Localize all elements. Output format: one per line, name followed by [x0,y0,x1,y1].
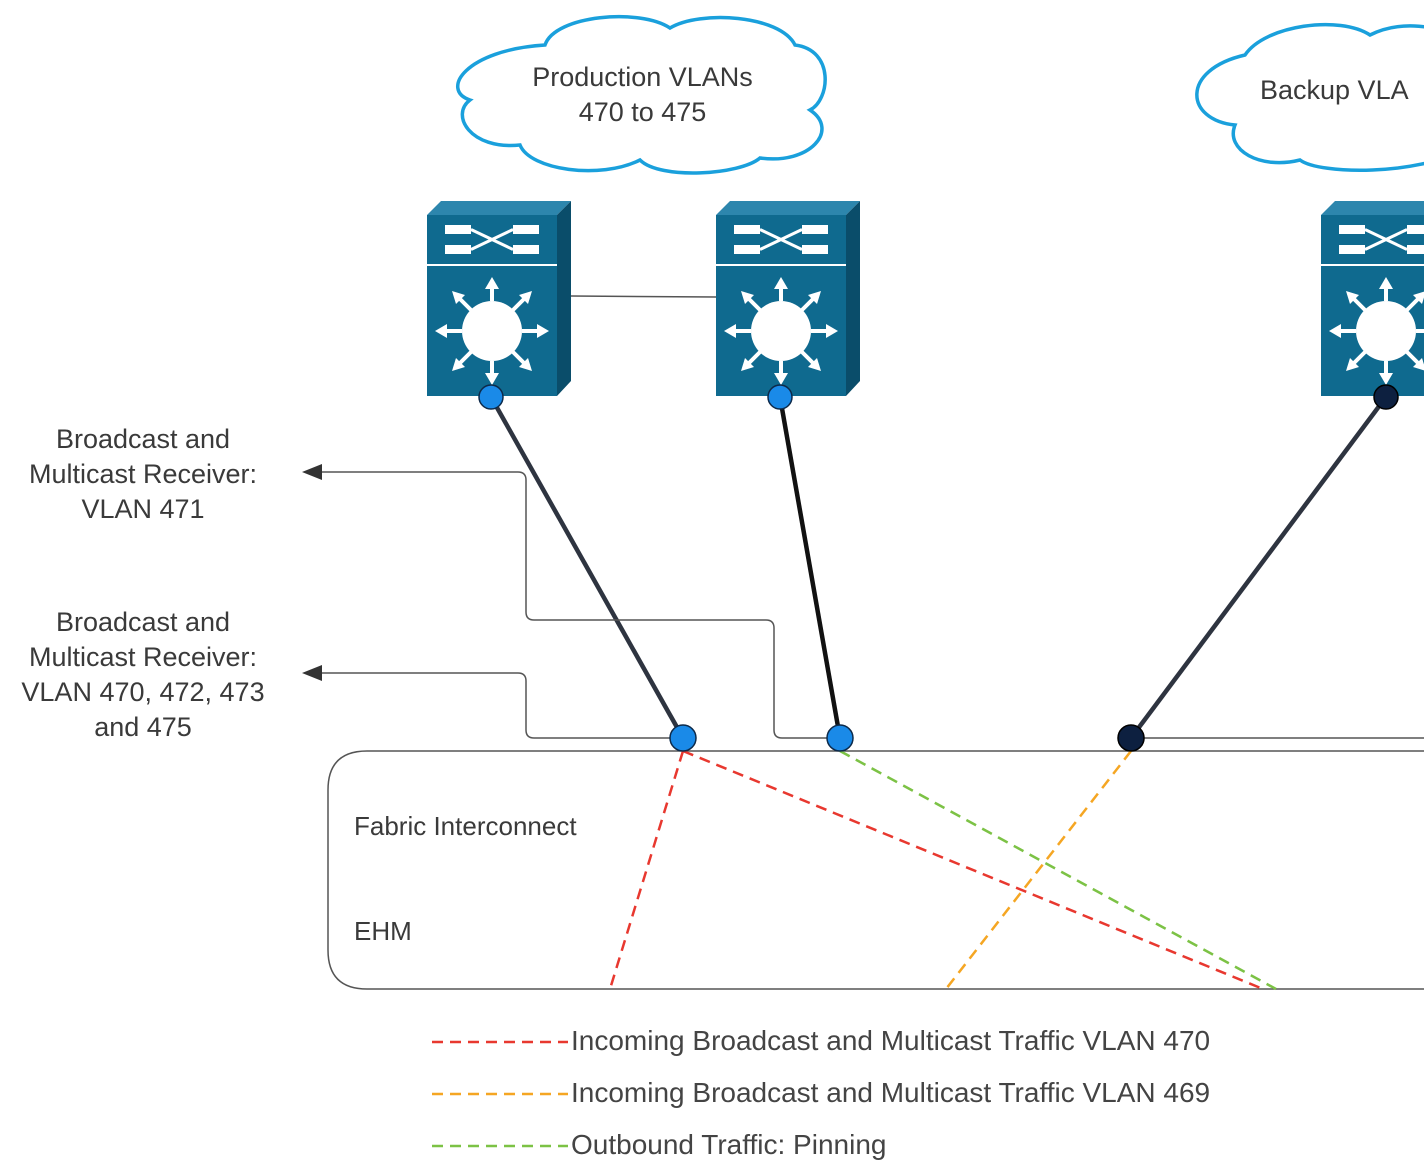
receiver-vlan470-label: Broadcast and Multicast Receiver: VLAN 4… [0,605,286,745]
legend-item-vlan470: Incoming Broadcast and Multicast Traffic… [571,1025,1211,1056]
receiver-vlan470-line4: and 475 [94,712,192,742]
switch-3-port-dot[interactable] [1373,384,1399,410]
receiver-vlan471-line1: Broadcast and [55,424,231,454]
traffic-vlan469-line [945,750,1132,990]
fi-port-1-dot[interactable] [669,724,697,752]
inter-switch-link [570,295,717,298]
switch-2-port-dot[interactable] [767,384,793,410]
production-vlans-cloud-icon [456,14,827,175]
backup-vlans-cloud-icon [1195,22,1424,172]
receiver-vlan471-line2: Multicast Receiver: [28,459,258,489]
fi-port-2-dot[interactable] [826,724,854,752]
traffic-pinning-line [839,749,1277,991]
backup-vlans-label: Backup VLA [1260,73,1424,108]
production-vlans-label: Production VLANs 470 to 475 [490,60,795,130]
switch-2-icon[interactable] [714,199,862,398]
switch-1-icon[interactable] [425,199,573,398]
arrow-left-icon [302,464,322,480]
receiver-471-path [320,471,840,739]
traffic-vlan470-line [682,749,1264,991]
backup-vlans-line1: Backup VLA [1260,75,1409,105]
switch-3-icon[interactable] [1319,199,1424,398]
receiver-vlan471-label: Broadcast and Multicast Receiver: VLAN 4… [0,422,286,527]
uplink-backup [1129,395,1388,740]
traffic-vlan470-line [608,750,685,990]
uplink-1 [489,395,685,740]
arrow-left-icon [302,665,322,681]
receiver-vlan470-line1: Broadcast and [55,607,231,637]
switch-1-port-dot[interactable] [478,384,504,410]
uplink-2 [777,396,843,739]
ehm-label: EHM [354,916,412,946]
fabric-interconnect-box [327,750,1424,990]
receiver-vlan470-line3: VLAN 470, 472, 473 [21,677,265,707]
receiver-470-path [320,672,683,739]
production-vlans-line2: 470 to 475 [578,97,707,127]
receiver-vlan471-line3: VLAN 471 [81,494,205,524]
legend-item-pinning: Outbound Traffic: Pinning [571,1129,887,1160]
fabric-interconnect-label: Fabric Interconnect [354,811,577,841]
fi-port-3-dot[interactable] [1117,724,1145,752]
receiver-vlan470-line2: Multicast Receiver: [28,642,258,672]
legend-item-vlan469: Incoming Broadcast and Multicast Traffic… [571,1077,1211,1108]
production-vlans-line1: Production VLANs [532,62,753,92]
